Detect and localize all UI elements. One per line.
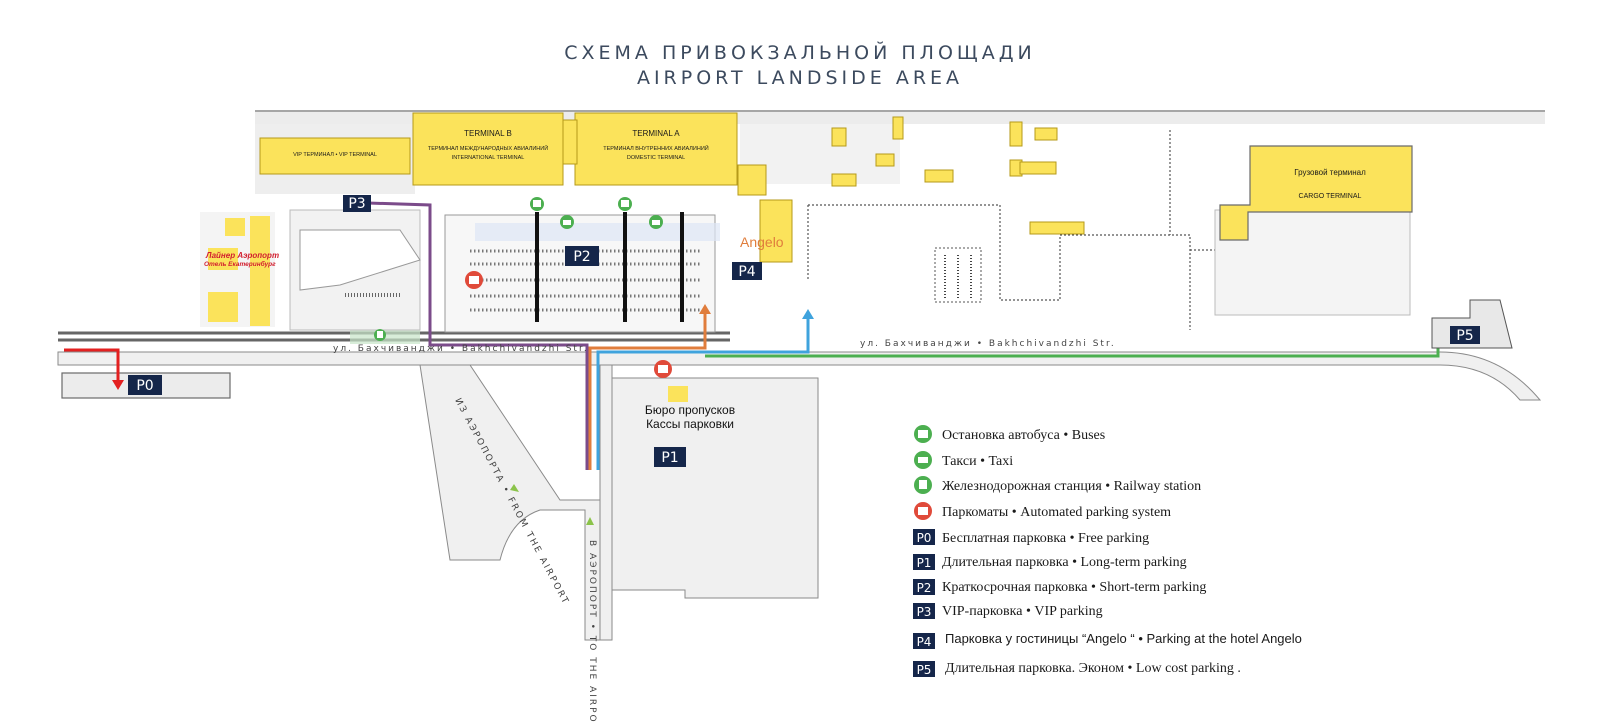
legend-item-railway: Железнодорожная станция • Railway statio… — [914, 476, 1201, 494]
svg-text:P2: P2 — [573, 249, 590, 265]
legend-item-p4: Парковка у гостиницы “Angelo “ • Parking… — [945, 631, 1302, 646]
legend-item-p2: Краткосрочная парковка • Short-term park… — [942, 580, 1206, 595]
vip-terminal: VIP ТЕРМИНАЛ • VIP TERMINAL — [259, 137, 411, 175]
terminal-a-label: TERMINAL A — [632, 129, 680, 138]
map-title-ru: СХЕМА ПРИВОКЗАЛЬНОЙ ПЛОЩАДИ — [564, 41, 1036, 64]
svg-text:Такси • Taxi: Такси • Taxi — [942, 454, 1013, 469]
staff-parking — [934, 247, 982, 303]
map-title-en: AIRPORT LANDSIDE AREA — [637, 67, 963, 89]
p2-lot — [444, 212, 720, 333]
hotel-liner-city: Отель Екатеринбург — [204, 260, 276, 268]
badge-p4: P4 — [732, 262, 762, 280]
badge-p2: P2 — [565, 246, 599, 266]
legend-item-p3: VIP-парковка • VIP parking — [942, 604, 1103, 619]
legend-badge-p2: P2 — [913, 579, 935, 595]
cargo-terminal: Грузовой терминал CARGO TERMINAL — [1214, 145, 1413, 316]
legend-item-p0: Бесплатная парковка • Free parking — [942, 531, 1149, 546]
parking-cashier-label: Кассы парковки — [646, 417, 734, 431]
legend-item-p5: Длительная парковка. Эконом • Low cost p… — [945, 661, 1241, 676]
route-red-p0 — [64, 348, 120, 382]
terminal-b-label: TERMINAL B — [464, 129, 512, 138]
vip-parking-area — [289, 209, 421, 331]
legend-item-parking-machine: Паркоматы • Automated parking system — [914, 502, 1171, 520]
svg-text:P2: P2 — [917, 581, 932, 595]
svg-text:P4: P4 — [917, 635, 932, 649]
route-blue — [596, 315, 810, 470]
bus-icon — [530, 197, 544, 211]
badge-p1: P1 — [654, 447, 686, 467]
svg-text:P1: P1 — [661, 450, 678, 466]
legend: Остановка автобуса • Buses Такси • Taxi … — [913, 425, 1302, 677]
legend-badge-p0: P0 — [913, 529, 935, 545]
route-orange — [588, 310, 707, 470]
cargo-label-ru: Грузовой терминал — [1294, 168, 1366, 177]
svg-text:INTERNATIONAL TERMINAL: INTERNATIONAL TERMINAL — [452, 155, 525, 161]
train-icon — [374, 329, 386, 341]
svg-text:P5: P5 — [917, 663, 932, 677]
hotel-liner-name: Лайнер Аэропорт — [205, 251, 279, 260]
svg-text:P5: P5 — [1456, 328, 1473, 344]
service-buildings — [831, 116, 1085, 235]
legend-item-p1: Длительная парковка • Long-term parking — [942, 555, 1187, 570]
route-purple — [367, 201, 589, 470]
badge-p0: P0 — [128, 375, 162, 395]
svg-text:ТЕРМИНАЛ МЕЖДУНАРОДНЫХ АВИАЛИН: ТЕРМИНАЛ МЕЖДУНАРОДНЫХ АВИАЛИНИЙ — [428, 144, 548, 152]
street-label-to-airport: В АЭРОПОРТ • TO THE AIRPORT — [587, 540, 597, 724]
legend-badge-p3: P3 — [913, 603, 935, 619]
svg-text:P0: P0 — [136, 378, 153, 394]
permit-office-label: Бюро пропусков — [645, 403, 735, 417]
street-label-west: ул. Бахчиванджи • Bakhchivandzhi Str. — [333, 344, 589, 354]
svg-text:P3: P3 — [348, 196, 365, 212]
terminal-b: TERMINAL B ТЕРМИНАЛ МЕЖДУНАРОДНЫХ АВИАЛИ… — [412, 112, 564, 186]
street-label-east: ул. Бахчиванджи • Bakhchivandzhi Str. — [860, 339, 1116, 349]
legend-badge-p1: P1 — [913, 554, 935, 570]
cargo-label-en: CARGO TERMINAL — [1299, 193, 1362, 200]
svg-text:P4: P4 — [738, 264, 755, 280]
legend-badge-p4: P4 — [913, 633, 935, 649]
svg-text:P0: P0 — [917, 531, 932, 545]
legend-badge-p5: P5 — [913, 661, 935, 677]
svg-text:VIP ТЕРМИНАЛ • VIP TERMINAL: VIP ТЕРМИНАЛ • VIP TERMINAL — [293, 152, 377, 158]
permit-office: Бюро пропусков Кассы парковки — [645, 386, 735, 431]
bus-icon — [618, 197, 632, 211]
parking-machine-icon — [654, 360, 672, 378]
terminal-a: TERMINAL A ТЕРМИНАЛ ВНУТРЕННИХ АВИАЛИНИЙ… — [562, 112, 738, 186]
parking-machine-icon — [465, 271, 483, 289]
legend-item-taxi: Такси • Taxi — [914, 451, 1013, 469]
svg-text:Паркоматы • Automated parking: Паркоматы • Automated parking system — [942, 505, 1171, 520]
hotel-angelo-name: Angelo — [740, 234, 784, 250]
svg-text:ТЕРМИНАЛ ВНУТРЕННИХ АВИАЛИНИЙ: ТЕРМИНАЛ ВНУТРЕННИХ АВИАЛИНИЙ — [603, 144, 709, 152]
svg-text:Железнодорожная станция • Rail: Железнодорожная станция • Railway statio… — [942, 479, 1201, 494]
road-network — [57, 351, 1542, 641]
hotel-angelo: Angelo — [737, 164, 793, 263]
taxi-icon — [560, 215, 574, 229]
svg-text:P1: P1 — [917, 556, 932, 570]
svg-text:Остановка автобуса • Buses: Остановка автобуса • Buses — [942, 428, 1105, 443]
svg-text:P3: P3 — [917, 605, 932, 619]
taxi-icon — [649, 215, 663, 229]
legend-item-bus: Остановка автобуса • Buses — [914, 425, 1105, 443]
badge-p5: P5 — [1450, 326, 1480, 344]
hotel-liner-area: Лайнер Аэропорт Отель Екатеринбург — [200, 212, 279, 327]
badge-p3: P3 — [343, 195, 371, 212]
svg-text:DOMESTIC TERMINAL: DOMESTIC TERMINAL — [627, 155, 685, 161]
